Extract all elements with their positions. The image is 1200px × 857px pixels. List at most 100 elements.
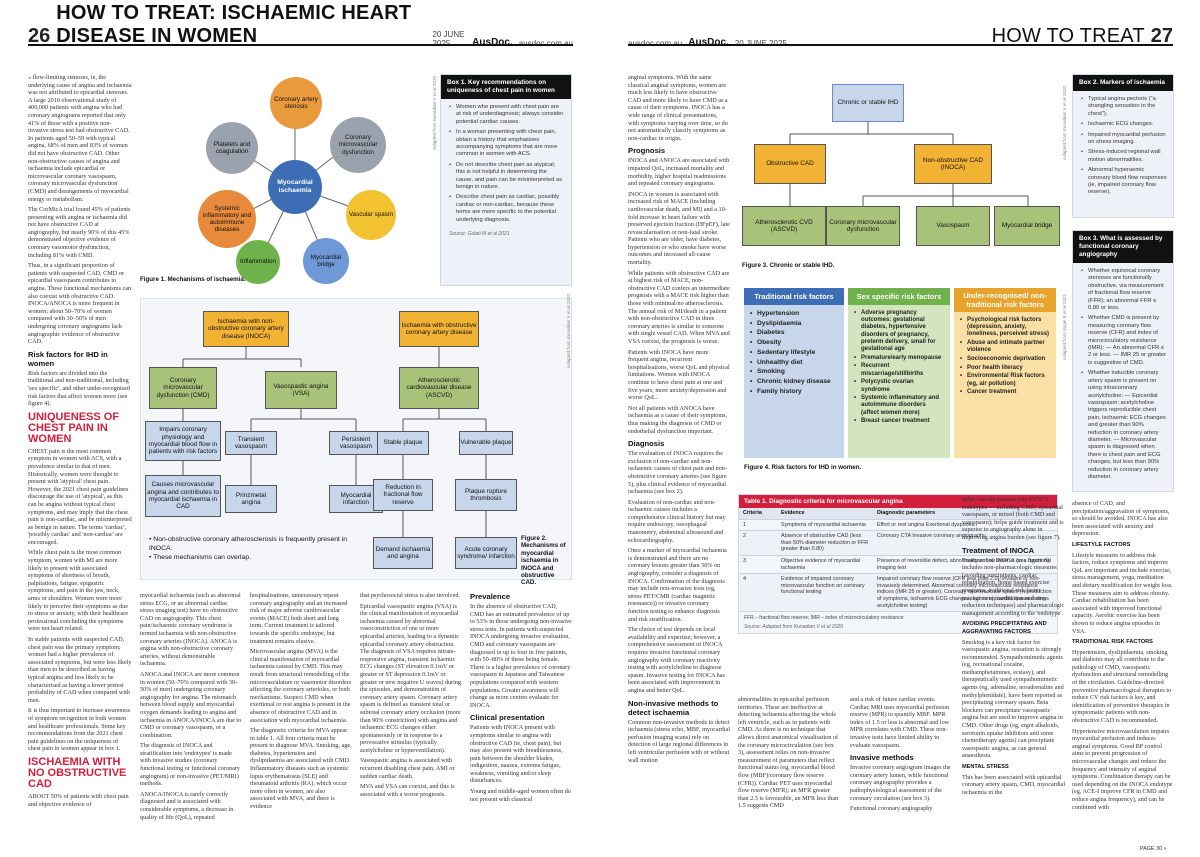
subheading-diagnosis: Diagnosis [628, 439, 665, 449]
node-transient-vasospasm: Transient vasospasm [225, 431, 277, 455]
node-cmd: Coronary microvascular dysfunction (CMD) [149, 367, 217, 409]
list-item: Psychological risk factors (depression, … [960, 317, 1050, 339]
figure-2-connectors [182, 347, 487, 537]
node-prinzmetal: Prinzmetal angina [225, 485, 277, 513]
body-paragraph: Hypertension, dyslipidaemia, smoking and… [1072, 648, 1172, 725]
body-paragraph: that psychosocial stress is also involve… [360, 592, 461, 599]
figure-2-caption: Figure 2. Mechanisms of myocardial ischa… [521, 535, 566, 587]
box-1-recommendations: Box 1. Key recommendations on uniqueness… [440, 74, 572, 286]
figure-3-source: Adapted from Kunadian V et al 2020 [1062, 85, 1067, 160]
list-item: Hypertension [750, 310, 838, 318]
node-label: Myocardial bridge [310, 253, 342, 268]
body-paragraph: Evaluation of non-cardiac and non-ischae… [628, 498, 726, 544]
node-vascular-spasm: Vascular spasm [346, 190, 396, 240]
right-page-header: ausdoc.com.au AusDoc. 20 JUNE 2025 HOW T… [628, 20, 1173, 48]
figure-1-caption: Figure 1. Mechanisms of ischaemia. [140, 276, 246, 283]
right-column-4: helps classify patients into INOCA endot… [962, 496, 1066, 846]
note-item: • These mechanisms can overlap. [149, 554, 252, 561]
list-item: Typical angina pectoris ("a strangling s… [1081, 96, 1167, 118]
subheading-clinical: Clinical presentation [470, 713, 545, 723]
list-item: Abnormal hyperaemic coronary blood flow … [1081, 167, 1167, 197]
box-3-list: Whether equivocal coronary stenoses are … [1073, 263, 1173, 488]
node-label: Vascular spasm [348, 211, 394, 219]
body-paragraph: ANOCA/INOCA is rarely correctly diagnose… [140, 790, 234, 821]
right-column-2: abnormalities in epicardial perfusion te… [738, 696, 842, 846]
table-cell: 3 [739, 555, 777, 575]
body-paragraph: The diagnosis of INOCA and stratificatio… [140, 742, 241, 788]
node-ascvd: Atherosclerotic cardiovascular disease (… [399, 367, 479, 409]
node-label: Myocardial ischaemia [277, 179, 313, 194]
node-label: Ischaemia with non-obstructive coronary … [208, 317, 284, 340]
figure-2-notes: • Non-obstructive coronary atheroscleros… [149, 535, 363, 562]
left-column-2: myocardial ischaemia (such as abnormal s… [140, 592, 242, 844]
brand-logo-right: AusDoc. [688, 37, 729, 48]
node-impairs-physiology: Impairs coronary physiology and myocardi… [145, 421, 221, 461]
node-myocardial-ischaemia: Myocardial ischaemia [268, 160, 322, 214]
body-paragraph: Patients with INOCA present with symptom… [470, 724, 563, 785]
body-paragraph: Epicardial vasospastic angina (VSA) is t… [360, 602, 462, 754]
node-label: Platelets and coagulation [213, 140, 251, 155]
node-label: Atherosclerotic cardiovascular disease (… [406, 376, 472, 399]
body-paragraph: « flow-limiting stenoses, ie, the underl… [28, 74, 132, 203]
page-number-right: 27 [1150, 25, 1173, 47]
figure-3-chronic-ihd: Chronic or stable IHD Obstructive CAD No… [738, 72, 1060, 276]
table-row: 3 Objective evidence of myocardial ischa… [739, 555, 1057, 575]
node-label: Stable plaque [383, 439, 423, 447]
node-label: Vulnerable plaque [460, 439, 512, 447]
section-heading-chest-pain: UNIQUENESS OF CHEST PAIN IN WOMEN [28, 410, 120, 445]
body-paragraph: anginal symptoms. With the same classica… [628, 74, 728, 142]
table-row: 1 Symptoms of myocardial ischaemia Effor… [739, 519, 1057, 532]
risk-column-title: Sex specific risk factors [848, 288, 950, 305]
node-coronary-stenosis: Coronary artery stenosis [270, 77, 322, 129]
body-paragraph: INOCA in women is associated with increa… [628, 190, 730, 267]
list-item: Chronic kidney disease [750, 378, 838, 386]
node-label: Coronary microvascular dysfunction [829, 218, 897, 233]
body-paragraph: It is thus important to increase awarene… [28, 707, 131, 753]
body-paragraph: Young and middle-aged women often do not… [470, 788, 571, 803]
box-2-markers: Box 2. Markers of ischaemia Typical angi… [1072, 74, 1174, 218]
table-1-source: Source: Adapted from Kunadian V et al 20… [744, 624, 844, 631]
risk-column-traditional: Traditional risk factors Hypertension Dy… [744, 288, 844, 458]
figure-4-risk-factors: Traditional risk factors Hypertension Dy… [738, 284, 1060, 484]
node-label: Atherosclerotic CVD (ASCVD) [755, 218, 813, 233]
node-obstructive: Ischaemia with obstructive coronary arte… [399, 311, 479, 347]
table-1: Criteria Evidence Diagnostic parameters … [739, 508, 1057, 613]
table-header: Evidence [777, 508, 873, 520]
page-turn-link[interactable]: PAGE 30 » [1140, 846, 1167, 852]
body-paragraph: Vasospastic angina is associated with re… [360, 757, 455, 780]
body-paragraph: abnormalities in epicardial perfusion te… [738, 696, 839, 810]
node-non-obstructive-cad: Non-obstructive CAD (INOCA) [914, 144, 992, 184]
box-2-title: Box 2. Markers of ischaemia [1073, 75, 1173, 91]
subheading-invasive: Invasive methods [850, 753, 914, 763]
node-label: Vasospasm [936, 222, 970, 230]
node-inoca: Ischaemia with non-obstructive coronary … [203, 311, 289, 347]
node-label: Reduction in fractional flow reserve [383, 483, 423, 506]
node-reduced-ffr: Reduction in fractional flow reserve [373, 479, 433, 511]
figure-1-mechanisms: Coronary artery stenosis Coronary microv… [140, 72, 432, 286]
node-label: Coronary microvascular dysfunction [338, 134, 378, 156]
url-right: ausdoc.com.au [628, 39, 682, 48]
box-1-title: Box 1. Key recommendations on uniqueness… [441, 75, 571, 99]
list-item: Women who present with chest pain are at… [449, 104, 565, 126]
list-item: Describe chest pain as cardiac, possibly… [449, 194, 565, 224]
table-row: 2 Absence of obstructive CAD (less than … [739, 530, 1057, 556]
subheading-mental-stress: MENTAL STRESS [962, 764, 1009, 770]
table-header: Diagnostic parameters [873, 508, 1057, 520]
list-item: Breast cancer treatment [854, 418, 944, 425]
node-label: Systemic inflammatory and autoimmune dis… [202, 204, 252, 234]
subheading-prognosis: Prognosis [628, 146, 666, 156]
list-item: In a woman presenting with chest pain, o… [449, 129, 565, 159]
note-item: • Non-obstructive coronary atheroscleros… [149, 536, 348, 552]
risk-list: Psychological risk factors (depression, … [954, 312, 1056, 403]
node-label: Non-obstructive CAD (INOCA) [922, 156, 984, 171]
body-paragraph: hospitalisations, unnecessary repeat cor… [250, 592, 348, 645]
node-label: Transient vasospasm [234, 435, 268, 450]
list-item: Dyslipidaemia [750, 320, 838, 328]
risk-column-under-recognised: Under-recognised/ non-traditional risk f… [954, 288, 1056, 458]
risk-column-title: Traditional risk factors [744, 288, 844, 305]
table-cell: Evidence of impaired coronary microvascu… [777, 573, 873, 613]
node-inflammation: Inflammation [236, 240, 280, 284]
node-stable-plaque: Stable plaque [377, 431, 429, 455]
table-1-title: Table 1. Diagnostic criteria for microva… [739, 495, 1057, 508]
risk-list: Adverse pregnancy outcomes: gestational … [848, 305, 950, 432]
